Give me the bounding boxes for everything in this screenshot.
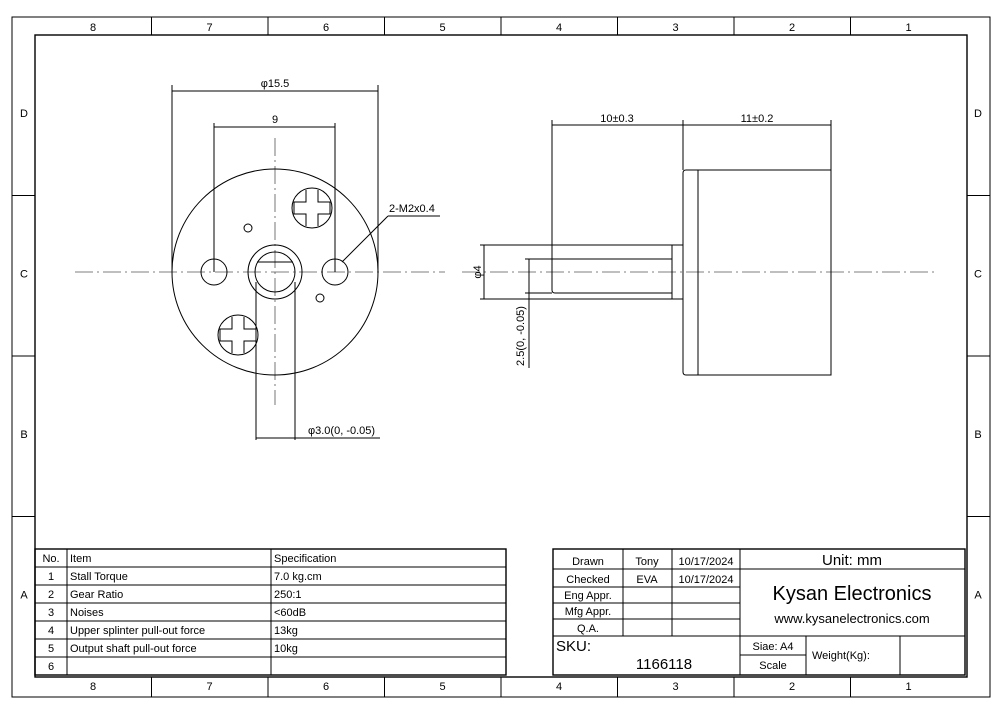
dim-hole-spacing: 9 bbox=[272, 114, 278, 126]
zone-row-label: B bbox=[974, 429, 981, 441]
zone-row-label: C bbox=[974, 269, 982, 281]
zone-row-label: B bbox=[20, 429, 27, 441]
zone-column-label: 6 bbox=[323, 22, 329, 34]
company-website: www.kysanelectronics.com bbox=[773, 611, 929, 626]
motor-body bbox=[682, 169, 832, 376]
table-header: Item bbox=[70, 553, 91, 565]
shaft-end bbox=[254, 251, 296, 293]
zone-column-label: 1 bbox=[905, 681, 911, 693]
approval-cell: 10/17/2024 bbox=[678, 574, 733, 586]
zone-column-label: 5 bbox=[439, 22, 445, 34]
zone-row-label: C bbox=[20, 269, 28, 281]
zone-row-label: A bbox=[20, 590, 28, 602]
zone-column-label: 8 bbox=[90, 681, 96, 693]
approval-cell: Drawn bbox=[572, 556, 604, 568]
small-hole bbox=[315, 293, 325, 303]
table-cell: 1 bbox=[48, 571, 54, 583]
dim-shaft-flat: 2.5(0, -0.05) bbox=[515, 306, 527, 366]
zone-row-label: D bbox=[20, 108, 28, 120]
sku-value: 1166118 bbox=[636, 656, 692, 673]
table-cell: <60dB bbox=[274, 607, 306, 619]
front-view: φ15.5 9 2-M2x0.4 φ3.0(0, -0.05) bbox=[75, 78, 445, 440]
zone-column-label: 4 bbox=[556, 22, 562, 34]
side-view: φ4 2.5(0, -0.05) 10±0.3 11±0.2 bbox=[462, 113, 935, 376]
zone-row-label: A bbox=[974, 590, 982, 602]
dim-shaft-length: 10±0.3 bbox=[600, 113, 634, 125]
zone-column-label: 4 bbox=[556, 681, 562, 693]
title-block: Unit: mm Kysan Electronics www.kysanelec… bbox=[552, 548, 966, 676]
table-cell: 3 bbox=[48, 607, 54, 619]
sku-label: SKU: bbox=[556, 638, 591, 655]
table-cell: 250:1 bbox=[274, 589, 302, 601]
table-cell: 4 bbox=[48, 625, 54, 637]
zone-column-label: 5 bbox=[439, 681, 445, 693]
table-cell: 7.0 kg.cm bbox=[274, 571, 322, 583]
screw-head-icon bbox=[291, 187, 333, 229]
unit-label: Unit: mm bbox=[822, 552, 882, 569]
output-shaft bbox=[551, 258, 672, 294]
table-header: Specification bbox=[274, 553, 336, 565]
inner-border bbox=[34, 34, 968, 678]
table-cell: Upper splinter pull-out force bbox=[70, 625, 205, 637]
small-hole bbox=[243, 223, 253, 233]
table-cell: Stall Torque bbox=[70, 571, 128, 583]
dim-collar-diameter: φ4 bbox=[472, 265, 484, 278]
table-header: No. bbox=[42, 553, 59, 565]
dim-thread-callout: 2-M2x0.4 bbox=[389, 203, 435, 215]
table-cell: 2 bbox=[48, 589, 54, 601]
zone-column-label: 2 bbox=[789, 22, 795, 34]
dim-outer-diameter: φ15.5 bbox=[261, 78, 290, 90]
specification-table: No. Item Specification 1 Stall Torque 7.0 kg.… bbox=[34, 548, 507, 676]
approval-cell: EVA bbox=[636, 574, 658, 586]
zone-column-label: 2 bbox=[789, 681, 795, 693]
approval-cell: Q.A. bbox=[577, 623, 599, 635]
zone-column-label: 1 bbox=[905, 22, 911, 34]
zone-column-label: 7 bbox=[206, 22, 212, 34]
dim-body-length: 11±0.2 bbox=[741, 113, 774, 125]
approval-cell: 10/17/2024 bbox=[678, 556, 733, 568]
approval-cell: Eng Appr. bbox=[564, 590, 612, 602]
table-cell: 13kg bbox=[274, 625, 298, 637]
table-cell: 10kg bbox=[274, 643, 298, 655]
table-cell: Gear Ratio bbox=[70, 589, 123, 601]
table-cell: Noises bbox=[70, 607, 104, 619]
dim-shaft-diameter: φ3.0(0, -0.05) bbox=[308, 425, 375, 437]
company-name: Kysan Electronics bbox=[773, 583, 932, 605]
table-cell: 5 bbox=[48, 643, 54, 655]
size-label: Siae: A4 bbox=[753, 641, 794, 653]
approval-cell: Checked bbox=[566, 574, 609, 586]
zone-column-label: 3 bbox=[672, 22, 678, 34]
approval-cell: Tony bbox=[635, 556, 659, 568]
table-cell: 6 bbox=[48, 661, 54, 673]
shaft-boss bbox=[247, 244, 303, 300]
zone-column-label: 3 bbox=[672, 681, 678, 693]
screw-head-icon bbox=[217, 314, 259, 356]
zone-column-label: 6 bbox=[323, 681, 329, 693]
scale-label: Scale bbox=[759, 660, 787, 672]
approval-cell: Mfg Appr. bbox=[565, 606, 611, 618]
table-cell: Output shaft pull-out force bbox=[70, 643, 197, 655]
weight-label: Weight(Kg): bbox=[812, 650, 870, 662]
zone-row-label: D bbox=[974, 108, 982, 120]
shaft-collar bbox=[671, 244, 684, 300]
zone-column-label: 7 bbox=[206, 681, 212, 693]
zone-column-label: 8 bbox=[90, 22, 96, 34]
